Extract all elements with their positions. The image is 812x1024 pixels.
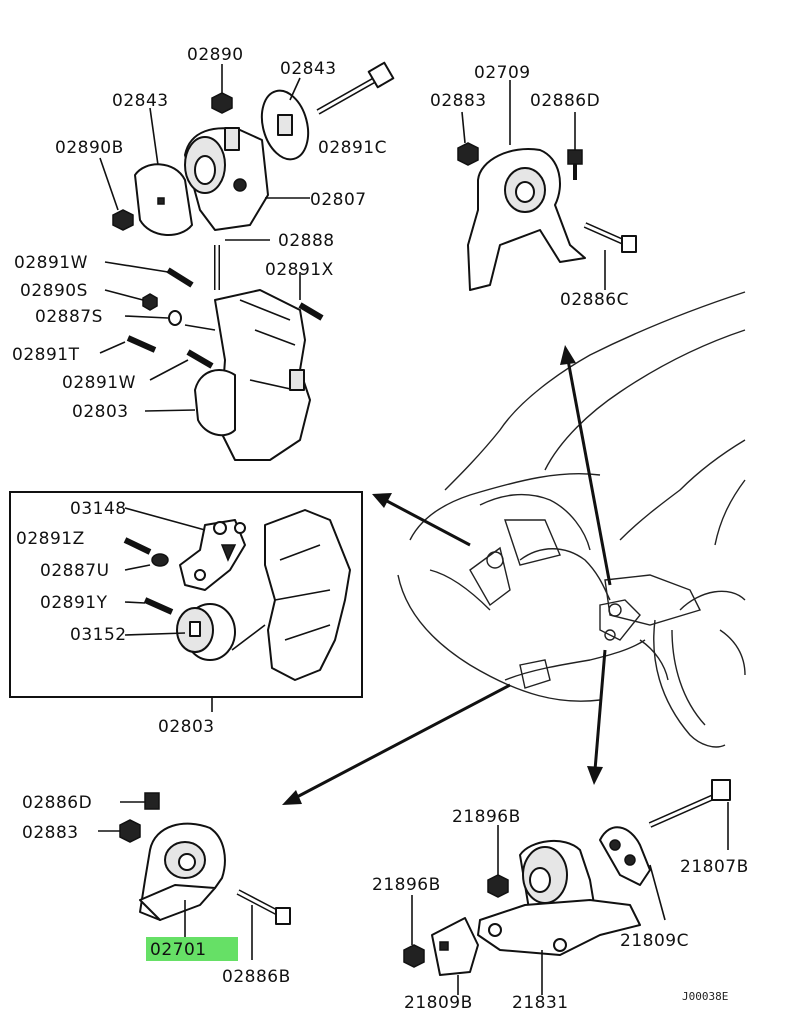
label-02709[interactable]: 02709 [474, 63, 531, 83]
diagram-code: J00038E [682, 990, 728, 1003]
label-02891W-a[interactable]: 02891W [14, 253, 88, 273]
label-21807B[interactable]: 21807B [680, 857, 749, 877]
label-03152[interactable]: 03152 [70, 625, 127, 645]
label-02803-top[interactable]: 02803 [72, 402, 129, 422]
label-02883-bottom[interactable]: 02883 [22, 823, 79, 843]
label-02843-left[interactable]: 02843 [112, 91, 169, 111]
label-21896B-b[interactable]: 21896B [372, 875, 441, 895]
label-02803-box[interactable]: 02803 [158, 717, 215, 737]
highlight-02701 [146, 937, 238, 961]
callout-arrows [282, 345, 612, 805]
part-labels: 02890 02843 02843 02890B 02891C 02807 02… [12, 45, 749, 1013]
label-02886D-bottom[interactable]: 02886D [22, 793, 92, 813]
label-02890S[interactable]: 02890S [20, 281, 88, 301]
label-02843-top[interactable]: 02843 [280, 59, 337, 79]
label-02886D-top[interactable]: 02886D [530, 91, 600, 111]
label-02701[interactable]: 02701 [150, 940, 207, 960]
label-02886B[interactable]: 02886B [222, 967, 291, 987]
bottom-right-assembly [403, 779, 731, 995]
label-02891Y[interactable]: 02891Y [40, 593, 108, 613]
label-02886C[interactable]: 02886C [560, 290, 629, 310]
top-right-assembly [457, 80, 637, 291]
label-02890[interactable]: 02890 [187, 45, 244, 65]
label-02891W-b[interactable]: 02891W [62, 373, 136, 393]
label-02888[interactable]: 02888 [278, 231, 335, 251]
label-02891T[interactable]: 02891T [12, 345, 80, 365]
label-02887U[interactable]: 02887U [40, 561, 110, 581]
label-21896B-a[interactable]: 21896B [452, 807, 521, 827]
label-02807[interactable]: 02807 [310, 190, 367, 210]
label-02891X[interactable]: 02891X [265, 260, 334, 280]
label-02883-top[interactable]: 02883 [430, 91, 487, 111]
top-left-assembly [112, 61, 395, 461]
label-21809B[interactable]: 21809B [404, 993, 473, 1013]
label-02887S[interactable]: 02887S [35, 307, 103, 327]
label-21809C[interactable]: 21809C [620, 931, 689, 951]
car-outline [397, 291, 746, 748]
label-02891Z[interactable]: 02891Z [16, 529, 85, 549]
label-02890B[interactable]: 02890B [55, 138, 124, 158]
leaders-top-left [99, 64, 310, 412]
label-03148[interactable]: 03148 [70, 499, 127, 519]
bottom-left-assembly [98, 792, 291, 961]
inset-box [9, 491, 363, 712]
label-02891C[interactable]: 02891C [318, 138, 387, 158]
label-21831[interactable]: 21831 [512, 993, 569, 1013]
